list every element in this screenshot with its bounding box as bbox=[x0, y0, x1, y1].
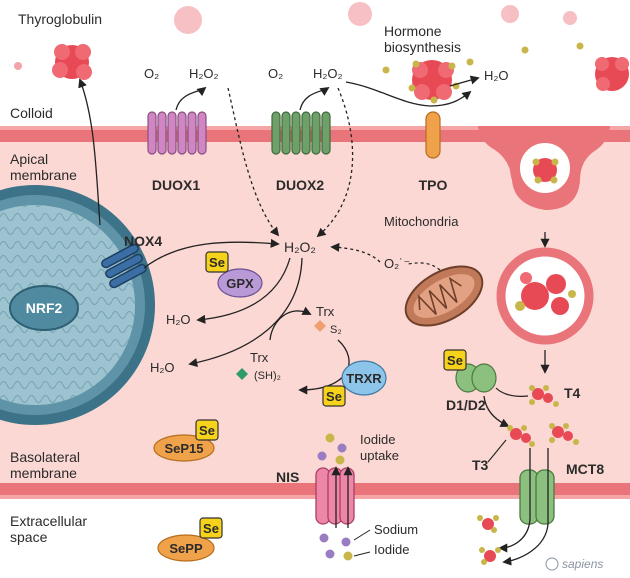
duox1-protein bbox=[147, 111, 207, 155]
trxr-enzyme bbox=[341, 360, 387, 396]
thyroglobulin-right bbox=[595, 57, 629, 91]
trxr-label: TRXR bbox=[346, 371, 382, 386]
colloid-label: Colloid bbox=[10, 105, 53, 121]
h2o-label-b: H₂O bbox=[150, 360, 175, 375]
selenium-badge-sepp bbox=[199, 517, 223, 539]
thyroglobulin-cluster bbox=[52, 44, 92, 80]
t4-label: T4 bbox=[564, 385, 581, 401]
thyroglobulin-secretion-arrow bbox=[78, 78, 101, 226]
d1d2-label: D1/D2 bbox=[446, 397, 486, 413]
h2o2-diffusion-arrow-a bbox=[227, 87, 280, 237]
se-label-trxr: Se bbox=[326, 389, 342, 404]
exported-hormone-b bbox=[479, 547, 501, 565]
nucleus bbox=[0, 185, 155, 425]
h2o-colloid-label: H₂O bbox=[484, 68, 509, 83]
trx-oxidized-label: Trx bbox=[316, 304, 335, 319]
deiodination-arrow bbox=[483, 395, 510, 427]
se-label-sepp: Se bbox=[203, 521, 219, 536]
tpo-protein bbox=[425, 111, 441, 159]
gpx-enzyme bbox=[217, 268, 263, 298]
duox2-o2-arrow bbox=[299, 86, 330, 111]
o2-label-b: O₂ bbox=[268, 66, 283, 81]
h2o2-center-label: H₂O₂ bbox=[284, 239, 316, 255]
nox4-protein bbox=[101, 243, 147, 289]
selenium-badge-gpx bbox=[205, 251, 229, 273]
duox2-protein bbox=[271, 111, 331, 155]
superoxide-label: O₂˙⁻ bbox=[384, 256, 410, 271]
basolateral-membrane-label-1: Basolateral bbox=[10, 449, 80, 465]
tpo-label: TPO bbox=[419, 177, 448, 193]
h2o2-label-b: H₂O₂ bbox=[313, 66, 343, 81]
apical-vesicle-thyroglobulin bbox=[532, 158, 559, 184]
selenium-badge-d1d2 bbox=[443, 349, 467, 371]
duox1-o2-arrow bbox=[175, 86, 207, 111]
exported-hormone-a bbox=[477, 515, 499, 533]
watermark-label: sapiens bbox=[562, 557, 603, 571]
sapiens-logo-icon bbox=[545, 557, 559, 571]
se-label-gpx: Se bbox=[209, 255, 225, 270]
t4-hormone-b bbox=[549, 423, 579, 445]
iodide-uptake-label-2: uptake bbox=[360, 448, 399, 463]
nrf2-label: NRF2 bbox=[26, 300, 63, 316]
gpx-h2o-arrow bbox=[196, 257, 291, 324]
extracellular-space-label-1: Extracellular bbox=[10, 513, 87, 529]
se-label-sep15: Se bbox=[199, 423, 215, 438]
trx-oxidized-icon bbox=[314, 320, 326, 332]
hormone-biosynthesis-label-1: Hormone bbox=[384, 23, 442, 39]
t3-export-arrow bbox=[498, 447, 531, 553]
nis-transporter bbox=[315, 467, 355, 525]
mitochondrion bbox=[404, 265, 484, 327]
o2-label-a: O₂ bbox=[144, 66, 159, 81]
apical-membrane-label-1: Apical bbox=[10, 151, 48, 167]
sep15-protein bbox=[153, 434, 215, 462]
gpx-label: GPX bbox=[226, 276, 254, 291]
selenium-badge-sep15 bbox=[195, 419, 219, 441]
iodide-label: Iodide bbox=[374, 542, 409, 557]
h2o2-diffusion-arrow-b bbox=[316, 87, 354, 238]
apical-membrane-label-2: membrane bbox=[10, 167, 77, 183]
h2o-label-a: H₂O bbox=[166, 312, 191, 327]
t3-hormone bbox=[507, 425, 535, 447]
nox4-label: NOX4 bbox=[124, 233, 162, 249]
sodium-label: Sodium bbox=[374, 522, 418, 537]
duox2-label: DUOX2 bbox=[276, 177, 324, 193]
thyroglobulin-label: Thyroglobulin bbox=[18, 11, 102, 27]
vesicle-thyroglobulin bbox=[515, 272, 576, 315]
se-label-d1d2: Se bbox=[447, 353, 463, 368]
trx-sh2-label: (SH)₂ bbox=[254, 370, 281, 382]
iodide-particles-inside bbox=[317, 433, 347, 465]
mitochondria-label: Mitochondria bbox=[384, 214, 459, 229]
iodinated-thyroglobulin bbox=[408, 60, 460, 104]
tpo-reaction-arrow bbox=[345, 81, 472, 107]
faded-thyroglobulin bbox=[174, 2, 577, 34]
nis-label: NIS bbox=[276, 469, 299, 485]
t4-export-arrow bbox=[502, 447, 549, 566]
trx-cycle-arrow-top bbox=[269, 306, 312, 341]
t3-label: T3 bbox=[472, 457, 489, 473]
duox1-label: DUOX1 bbox=[152, 177, 200, 193]
basolateral-membrane-label-2: membrane bbox=[10, 465, 77, 481]
mct8-label: MCT8 bbox=[566, 461, 604, 477]
trx-s2-label: S₂ bbox=[330, 324, 342, 336]
colloid-region bbox=[0, 0, 630, 128]
hormone-biosynthesis-label-2: biosynthesis bbox=[384, 39, 461, 55]
selenium-badge-trxr bbox=[322, 385, 346, 407]
sepp-protein bbox=[157, 534, 215, 562]
sodium-iodide-particles bbox=[319, 533, 353, 561]
trx-reduced-label: Trx bbox=[250, 350, 269, 365]
extracellular-space-label-2: space bbox=[10, 529, 48, 545]
nox4-h2o2-arrow bbox=[143, 238, 280, 269]
trx-h2o-arrow bbox=[188, 257, 303, 368]
trx-reduced-icon bbox=[236, 368, 248, 380]
mct8-transporter bbox=[519, 469, 555, 525]
sepp-label: SePP bbox=[169, 541, 203, 556]
t4-hormone bbox=[529, 385, 559, 407]
sep15-label: SeP15 bbox=[164, 441, 203, 456]
iodide-uptake-label-1: Iodide bbox=[360, 432, 395, 447]
h2o2-label-a: H₂O₂ bbox=[189, 66, 219, 81]
d1d2-enzyme bbox=[455, 363, 497, 393]
